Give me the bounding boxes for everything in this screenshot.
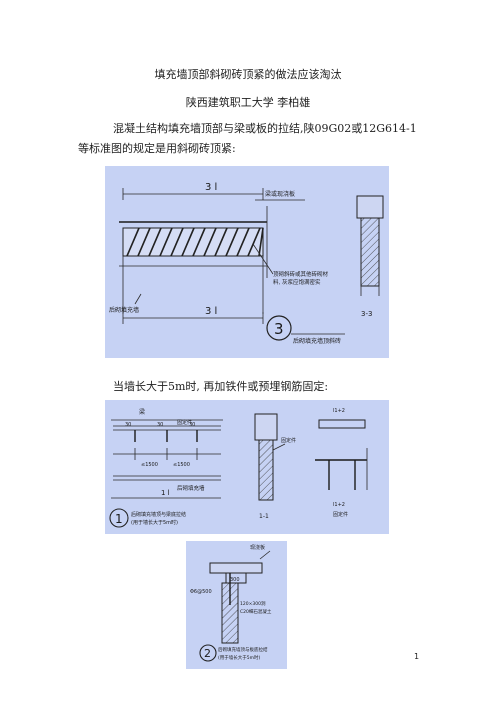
figure-iron-fixing-detail: 梁 30 30 30 固定件 ≤1500 ≤1500 后砌填充墙 1 l 1 后… [105,400,389,534]
fig2-detail-number: 1 [115,512,123,526]
fig3-caption-1: 后砌填充墙顶与板底拉结 [218,646,268,653]
fig1-detail-caption: 后砌填充墙顶斜砖 [293,337,341,345]
fig3-embed-1: 120×300洞 [240,600,266,607]
figure-slab-bottom-detail: 现浇板 300 Φ6@500 120×300洞 C20细石混凝土 2 后砌填充墙… [186,541,287,669]
fig1-dim-bottom: 3 l [205,306,217,317]
fig2-dim-top-right: l1+2 [333,408,345,414]
paragraph-2: 当墙长大于5m时, 再加铁件或预埋钢筋固定: [113,380,329,393]
fig3-label-beam: 现浇板 [250,544,265,551]
document-title: 填充墙顶部斜砌砖顶紧的做法应该淘汰 [154,68,342,81]
diagonal-brick-line [214,227,228,257]
fig3-label-bar: Φ6@500 [190,589,212,595]
diagonal-brick-line [236,227,250,257]
diagonal-brick-line [170,227,184,257]
fig2-dim-30c: 30 [189,422,195,428]
fig3-caption-2: (用于墙长大于5m时) [218,654,261,661]
paragraph-1-line-1: 混凝土结构填充墙顶部与梁或板的拉结,陕09G02或12G614-1 [113,122,417,135]
fig2-label-iron-3: 固定件 [333,511,348,518]
diagonal-brick-line [203,227,217,257]
fig2-dim-1500a: ≤1500 [141,462,158,468]
fig3-dim-300: 300 [230,577,240,583]
diagonal-brick-line [159,227,173,257]
fig2-section-label: 1-1 [259,513,269,520]
fig2-label-beam: 梁 [139,408,145,416]
fig1-note-1: 顶砌斜砖或其他砖砌材 [273,270,329,278]
fig1-label-beam: 梁或现浇板 [265,190,295,198]
fig1-note-2: 料, 灰浆应饱满密实 [273,278,321,286]
diagonal-brick-line [137,227,151,257]
fig2-dim-1500b: ≤1500 [173,462,190,468]
fig1-detail-number: 3 [274,320,284,338]
fig2-caption-1: 后砌填充墙顶与梁底拉结 [131,511,186,518]
fig1-dim-top: 3 l [205,182,217,193]
fig2-dim-30a: 30 [125,422,131,428]
fig2-dim-30b: 30 [157,422,163,428]
diagonal-brick-line [181,227,195,257]
diagonal-brick-line [258,227,264,257]
diagonal-brick-line [247,227,261,257]
figure-diagonal-brick-detail: 3 l 梁或现浇板 顶砌斜砖或其他砖砌材 料, 灰浆应饱满密实 后砌填充墙 3 … [105,166,389,358]
page-number: 1 [414,652,420,661]
fig1-section-label: 3-3 [361,310,372,318]
paragraph-1-line-2: 等标准图的规定是用斜砌砖顶紧: [78,142,236,155]
diagonal-brick-line [225,227,239,257]
fig2-label-iron: 固定件 [177,419,192,426]
fig2-caption-2: (用于墙长大于5m时) [131,519,178,526]
fig3-detail-number: 2 [204,647,211,660]
fig2-label-wall: 后砌填充墙 [177,484,205,492]
fig2-label-iron-2: 固定件 [281,437,296,444]
fig2-dim-bottom: 1 l [161,489,170,497]
fig2-dim-bot-right: l1+2 [333,502,345,508]
diagonal-brick-line [148,227,162,257]
diagonal-brick-line [126,227,140,257]
diagonal-brick-line [192,227,206,257]
fig1-label-wall: 后砌填充墙 [109,306,139,314]
fig3-embed-2: C20细石混凝土 [240,608,272,615]
document-author-line: 陕西建筑职工大学 李柏雄 [185,96,311,109]
